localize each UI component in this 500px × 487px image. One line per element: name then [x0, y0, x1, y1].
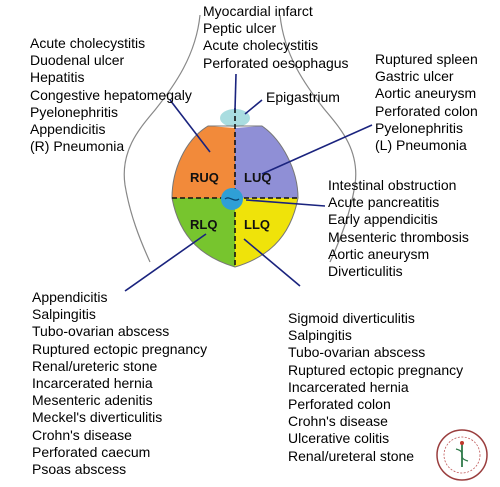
epigastrium-causes-list: Myocardial infarct Peptic ulcer Acute ch…	[203, 3, 349, 72]
list-item: Ruptured ectopic pregnancy	[288, 361, 464, 378]
list-item: Peptic ulcer	[203, 20, 277, 37]
list-item: Perforated colon	[288, 396, 391, 413]
list-item: Crohn's disease	[32, 426, 132, 443]
list-item: (R) Pneumonia	[30, 138, 125, 155]
list-item: Intestinal obstruction	[328, 177, 457, 193]
list-item: Incarcerated hernia	[32, 375, 153, 392]
list-item: Diverticulitis	[328, 263, 403, 280]
list-item: Pyelonephritis	[375, 119, 463, 136]
list-item: Salpingitis	[288, 327, 352, 344]
ruq-region	[172, 126, 235, 198]
list-item: Myocardial infarct	[203, 3, 313, 19]
rlq-label: RLQ	[190, 217, 218, 232]
list-item: Appendicitis	[30, 121, 106, 138]
quadrant-outline	[171, 125, 299, 268]
ruq-causes-list: Acute cholecystitis Duodenal ulcer Hepat…	[30, 35, 192, 155]
list-item: Salpingitis	[32, 306, 96, 323]
list-item: Crohn's disease	[288, 413, 388, 430]
llq-label: LLQ	[244, 217, 270, 232]
rlq-causes-list: Appendicitis Salpingitis Tubo-ovarian ab…	[32, 289, 207, 478]
list-item: (L) Pneumonia	[375, 137, 467, 154]
llq-region	[235, 198, 298, 267]
leader-umbilical	[245, 199, 326, 207]
list-item: Duodenal ulcer	[30, 52, 125, 69]
luq-region	[235, 126, 298, 198]
list-item: Sigmoid diverticulitis	[288, 310, 415, 326]
leader-epigastrium-label	[244, 99, 263, 115]
luq-label: LUQ	[244, 170, 272, 185]
ruq-label: RUQ	[190, 170, 219, 185]
leader-ruq	[169, 99, 211, 153]
leader-epigastrium	[234, 73, 237, 111]
list-item: Ruptured ectopic pregnancy	[32, 340, 208, 357]
leader-luq	[261, 124, 373, 175]
list-item: Congestive hepatomegaly	[30, 86, 192, 103]
umbilicus-mark	[224, 197, 240, 201]
list-item: Tubo-ovarian abscess	[288, 344, 426, 361]
list-item: Perforated caecum	[32, 443, 151, 460]
list-item: Hepatitis	[30, 69, 85, 86]
list-item: Acute cholecystitis	[203, 37, 319, 54]
list-item: Meckel's diverticulitis	[32, 409, 163, 426]
list-item: Incarcerated hernia	[288, 378, 409, 395]
luq-causes-list: Ruptured spleen Gastric ulcer Aortic ane…	[375, 51, 478, 154]
watermark-seal	[436, 429, 488, 481]
rlq-region	[172, 198, 235, 267]
llq-causes-list: Sigmoid diverticulitis Salpingitis Tubo-…	[288, 310, 463, 465]
list-item: Perforated colon	[375, 102, 478, 119]
epigastrium-label: Epigastrium	[266, 89, 340, 105]
list-item: Aortic aneurysm	[328, 245, 430, 262]
umbilical-causes-list: Intestinal obstruction Acute pancreatiti…	[328, 177, 469, 280]
list-item: Mesenteric adenitis	[32, 392, 153, 409]
leader-rlq	[124, 233, 207, 292]
list-item: Mesenteric thrombosis	[328, 228, 469, 245]
list-item: Ruptured spleen	[375, 51, 478, 67]
list-item: Renal/ureteric stone	[32, 357, 158, 374]
leader-lines	[124, 73, 373, 292]
list-item: Psoas abscess	[32, 461, 127, 478]
list-item: Gastric ulcer	[375, 68, 454, 85]
list-item: Acute cholecystitis	[30, 35, 146, 51]
list-item: Appendicitis	[32, 289, 108, 305]
list-item: Early appendicitis	[328, 211, 438, 228]
list-item: Perforated oesophagus	[203, 54, 349, 71]
list-item: Tubo-ovarian abscess	[32, 323, 170, 340]
list-item: Aortic aneurysm	[375, 85, 477, 102]
list-item: Renal/ureteral stone	[288, 447, 415, 464]
leader-llq	[243, 238, 301, 287]
list-item: Acute pancreatitis	[328, 194, 440, 211]
list-item: Ulcerative colitis	[288, 430, 390, 447]
list-item: Pyelonephritis	[30, 103, 118, 120]
